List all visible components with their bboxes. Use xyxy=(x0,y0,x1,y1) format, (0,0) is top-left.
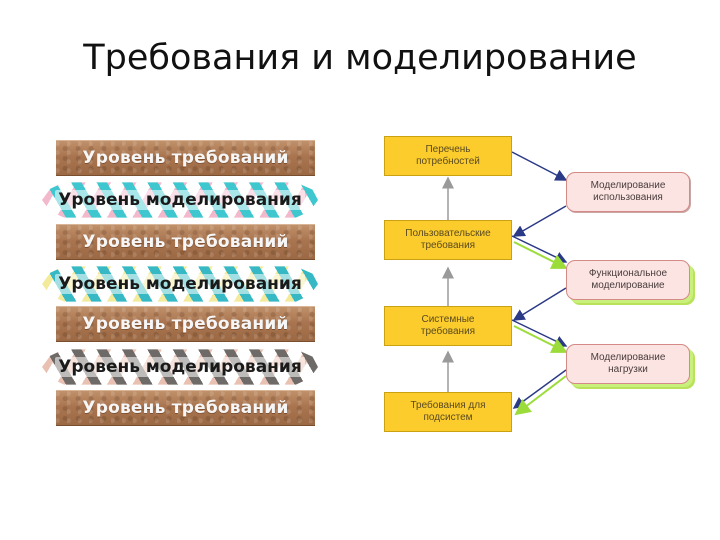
requirement-box-subsystem: Требования для подсистем xyxy=(384,392,512,432)
requirement-box-user: Пользовательские требования xyxy=(384,220,512,260)
requirements-level-band: Уровень требований xyxy=(56,224,315,260)
modeling-box-usage: Моделирование использования xyxy=(566,172,690,212)
navy-arrow xyxy=(511,235,568,263)
green-arrow xyxy=(513,325,568,353)
navy-arrow xyxy=(512,205,567,237)
band-label: Уровень моделирования xyxy=(55,274,305,294)
slide-title: Требования и моделирование xyxy=(83,38,637,78)
modeling-box-functional: Функциональное моделирование xyxy=(566,260,690,300)
band-label: Уровень моделирования xyxy=(55,357,305,377)
modeling-level-band: Уровень моделирования xyxy=(42,266,318,302)
modeling-box-load: Моделирование нагрузки xyxy=(566,344,690,384)
band-label: Уровень требований xyxy=(82,232,289,252)
band-label: Уровень моделирования xyxy=(55,190,305,210)
navy-arrow xyxy=(512,287,567,321)
navy-arrow xyxy=(512,369,567,409)
band-label: Уровень требований xyxy=(82,398,289,418)
navy-arrow xyxy=(511,151,568,181)
band-label: Уровень требований xyxy=(82,314,289,334)
requirements-level-band: Уровень требований xyxy=(56,306,315,342)
band-label: Уровень требований xyxy=(82,148,289,168)
green-arrow xyxy=(514,375,567,416)
requirement-box-system: Системные требования xyxy=(384,306,512,346)
green-arrow xyxy=(513,241,568,269)
requirements-level-band: Уровень требований xyxy=(56,140,315,176)
modeling-level-band: Уровень моделирования xyxy=(42,182,318,218)
modeling-level-band: Уровень моделирования xyxy=(42,349,318,385)
requirement-box-needs-list: Перечень потребностей xyxy=(384,136,512,176)
navy-arrow xyxy=(511,319,568,347)
requirements-level-band: Уровень требований xyxy=(56,390,315,426)
